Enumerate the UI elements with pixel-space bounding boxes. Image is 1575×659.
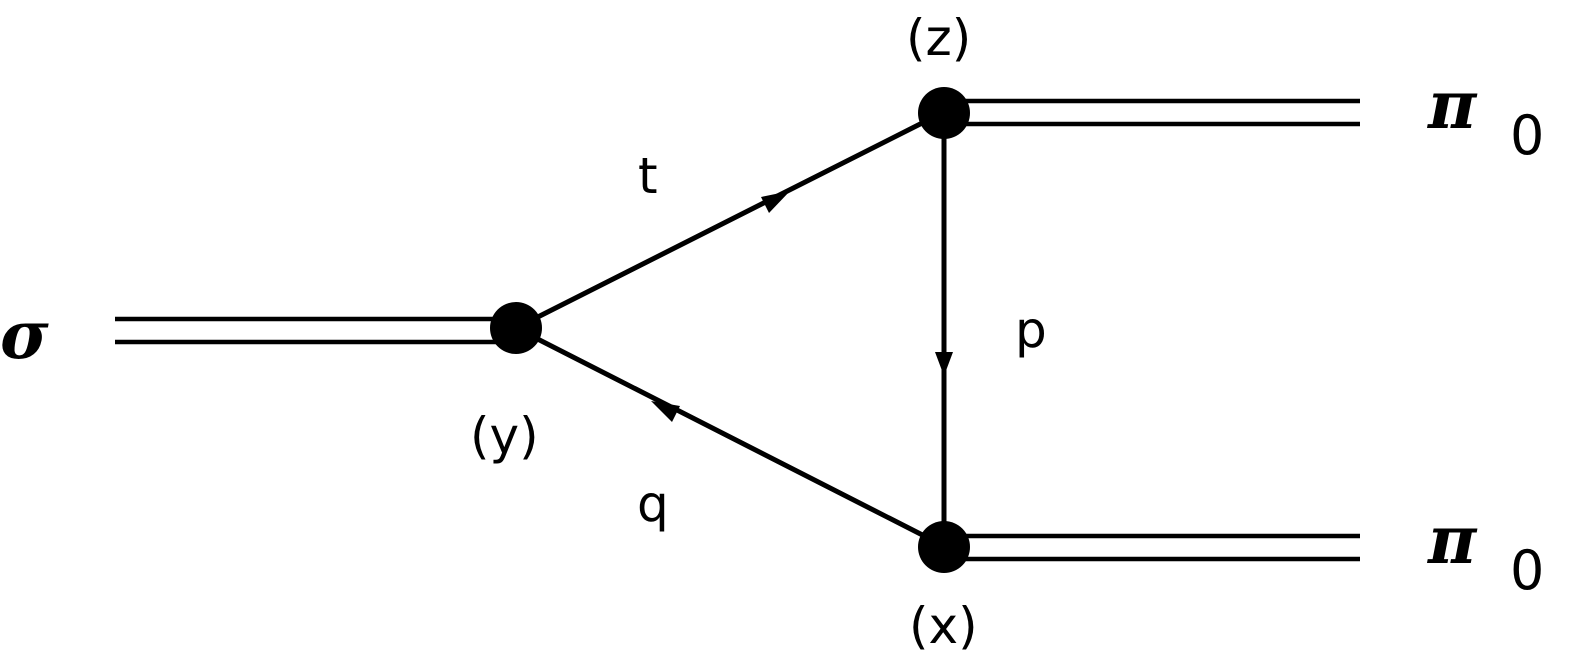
vertex-x [918,521,970,573]
outgoing-particle-label-top: π 0 [1426,66,1544,167]
pion-symbol: π [1426,501,1478,579]
incoming-particle-label: σ [0,296,49,374]
momentum-label-q: q [637,475,669,533]
vertex-y [490,302,542,354]
pion-subscript: 0 [1510,104,1544,167]
propagator-t [513,110,945,331]
outgoing-pion-line-top [945,98,1360,127]
pion-symbol: π [1426,66,1478,144]
momentum-label-t: t [638,147,658,205]
outgoing-particle-label-bottom: π 0 [1426,501,1544,602]
vertex-z [918,87,970,139]
pion-subscript: 0 [1510,539,1544,602]
vertex-label-z: (z) [906,9,971,67]
vertex-label-y: (y) [470,407,539,465]
momentum-label-p: p [1015,301,1047,359]
propagator-q [513,325,947,549]
outgoing-pion-line-bottom [945,533,1360,562]
arrow-t-icon [761,191,790,213]
arrow-p-icon [935,352,953,376]
incoming-sigma-line [115,316,515,345]
arrow-q-icon [651,401,680,422]
vertex-label-x: (x) [909,597,978,655]
